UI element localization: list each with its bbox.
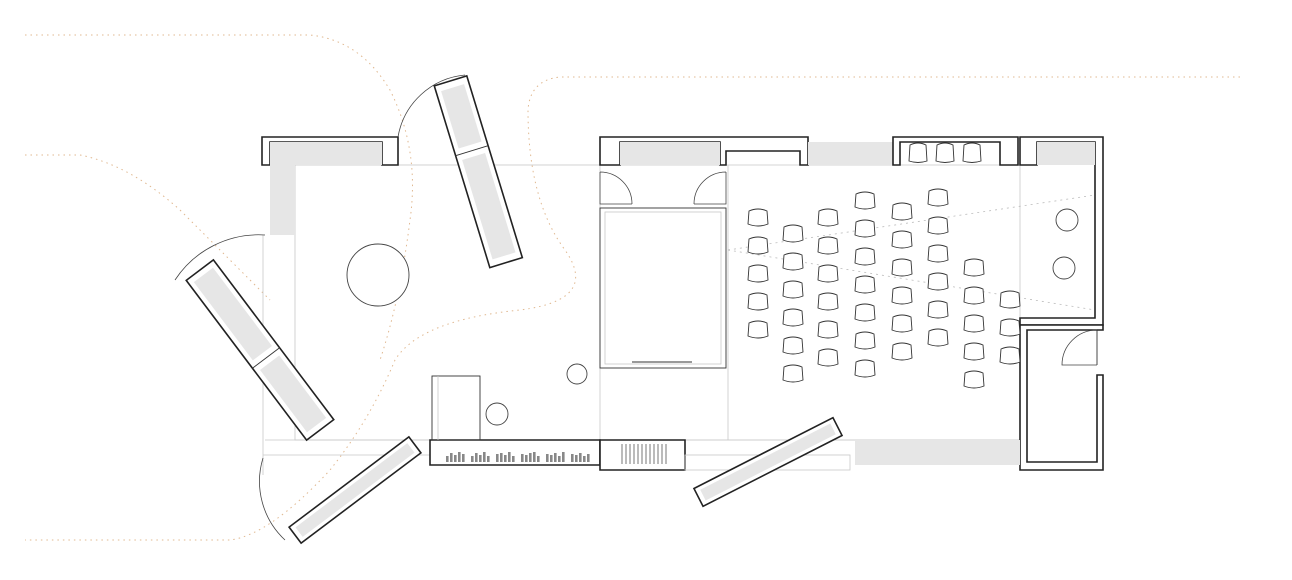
bookshelf-left	[185, 258, 335, 442]
book-spine	[462, 454, 465, 462]
book-spine	[521, 454, 524, 462]
seat	[854, 247, 876, 266]
seat	[999, 290, 1021, 309]
seat	[963, 286, 985, 305]
round-table	[1052, 256, 1076, 280]
book-spine	[504, 455, 507, 462]
seat	[927, 244, 949, 263]
window-seats	[908, 142, 982, 163]
book-spine	[525, 455, 528, 462]
seat	[782, 364, 804, 383]
seat	[854, 359, 876, 378]
seat	[963, 342, 985, 361]
seat	[817, 236, 839, 255]
building-walls	[261, 136, 1104, 475]
book-spine	[479, 455, 482, 462]
seat	[854, 331, 876, 350]
seat	[747, 208, 769, 227]
seat	[927, 188, 949, 207]
seat	[891, 314, 913, 333]
book-spine	[529, 453, 532, 462]
round-table	[485, 402, 509, 426]
seat	[782, 308, 804, 327]
seat	[927, 272, 949, 291]
circulation-paths	[25, 34, 1240, 541]
book-spine	[512, 456, 515, 462]
auditorium-seating	[747, 188, 1021, 389]
seat	[747, 292, 769, 311]
book-spine	[450, 453, 453, 462]
seat	[891, 230, 913, 249]
seat	[747, 320, 769, 339]
wall-seat	[935, 142, 955, 163]
seat	[963, 370, 985, 389]
book-spine	[454, 455, 457, 462]
seat	[817, 292, 839, 311]
seat	[782, 336, 804, 355]
round-table	[346, 243, 410, 307]
book-spine	[446, 456, 449, 462]
round-tables	[346, 208, 1079, 426]
book-spine	[571, 454, 574, 462]
book-spine	[558, 456, 561, 462]
seat	[747, 264, 769, 283]
book-spine	[458, 452, 461, 462]
book-spine	[475, 453, 478, 462]
seat	[891, 286, 913, 305]
book-spine	[562, 452, 565, 462]
seat	[854, 191, 876, 210]
seat	[817, 264, 839, 283]
seat	[782, 224, 804, 243]
seat	[782, 280, 804, 299]
seat	[854, 219, 876, 238]
book-spine	[546, 454, 549, 462]
seat	[999, 318, 1021, 337]
seat	[747, 236, 769, 255]
book-spine	[508, 452, 511, 462]
seat	[891, 342, 913, 361]
doors	[174, 74, 1098, 541]
seat	[782, 252, 804, 271]
seat	[927, 216, 949, 235]
seat	[891, 202, 913, 221]
book-spine	[471, 456, 474, 462]
book-spine	[500, 453, 503, 462]
book-spine	[587, 454, 590, 462]
wall-seat	[908, 142, 928, 163]
seat	[999, 346, 1021, 365]
round-table	[566, 363, 588, 385]
book-spine	[583, 456, 586, 462]
book-spine	[554, 453, 557, 462]
book-spine	[487, 456, 490, 462]
projection-booth	[599, 171, 727, 369]
book-spine	[533, 452, 536, 462]
seat	[927, 300, 949, 319]
seat	[891, 258, 913, 277]
bottom-shelf-books	[446, 444, 667, 464]
wall-seat	[962, 142, 982, 163]
seat	[817, 320, 839, 339]
book-spine	[575, 455, 578, 462]
book-spine	[483, 452, 486, 462]
book-spine	[579, 453, 582, 462]
panel-bottom-right	[692, 416, 844, 508]
seat	[854, 303, 876, 322]
book-spine	[537, 456, 540, 462]
book-spine	[550, 455, 553, 462]
round-table	[1055, 208, 1079, 232]
seat	[817, 348, 839, 367]
seat	[963, 314, 985, 333]
seat	[817, 208, 839, 227]
seat	[963, 258, 985, 277]
panel-bottom-left	[287, 435, 423, 545]
seat	[927, 328, 949, 347]
seat	[854, 275, 876, 294]
book-spine	[496, 454, 499, 462]
bookshelf-top	[433, 74, 524, 269]
